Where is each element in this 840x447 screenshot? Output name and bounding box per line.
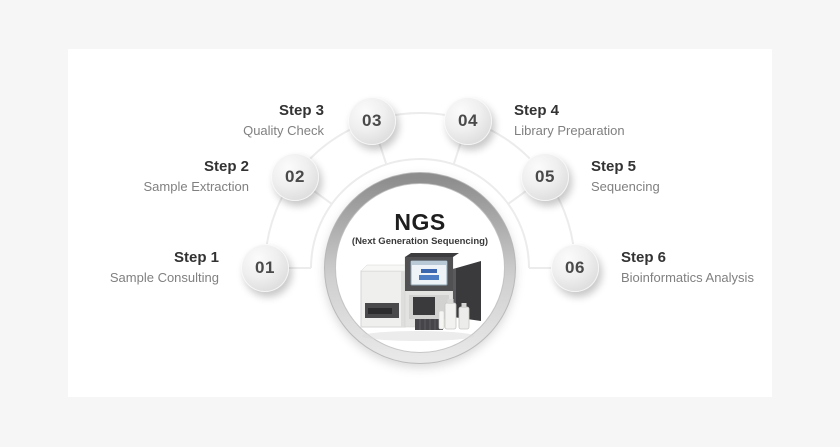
step-title: Step 6 xyxy=(621,249,667,266)
step-description: Bioinformatics Analysis xyxy=(621,270,754,285)
step-description: Sequencing xyxy=(591,179,660,194)
step-title: Step 4 xyxy=(514,102,560,119)
step-circle-4: 04 xyxy=(444,97,492,145)
step-description: Sample Extraction xyxy=(143,179,250,194)
step-title: Step 5 xyxy=(591,158,637,175)
step-description: Sample Consulting xyxy=(109,270,219,285)
step-circle-6: 06 xyxy=(551,244,599,292)
step-label-6: Step 6 Bioinformatics Analysis xyxy=(621,249,754,286)
sequencer-machine-illustration xyxy=(360,253,481,341)
step-circle-3: 03 xyxy=(348,97,396,145)
step-circle-5: 05 xyxy=(521,153,569,201)
step-circle-2: 02 xyxy=(271,153,319,201)
step-label-2: Step 2 Sample Extraction xyxy=(144,158,250,195)
step-description: Library Preparation xyxy=(514,123,625,138)
hub-subtitle: (Next Generation Sequencing) xyxy=(351,236,489,247)
step-label-3: Step 3 Quality Check xyxy=(243,102,324,139)
step-label-1: Step 1 Sample Consulting xyxy=(110,249,219,286)
step-circle-1: 01 xyxy=(241,244,289,292)
step-title: Step 2 xyxy=(203,158,249,175)
inner-arc xyxy=(310,158,530,269)
hub-title: NGS xyxy=(394,209,446,235)
step-title: Step 1 xyxy=(173,249,219,266)
step-description: Quality Check xyxy=(243,123,324,138)
step-title: Step 3 xyxy=(278,102,324,119)
diagram-card: NGS (Next Generation Sequencing) 01 02 xyxy=(68,49,772,397)
step-label-5: Step 5 Sequencing xyxy=(591,158,660,195)
step-label-4: Step 4 Library Preparation xyxy=(514,102,625,139)
